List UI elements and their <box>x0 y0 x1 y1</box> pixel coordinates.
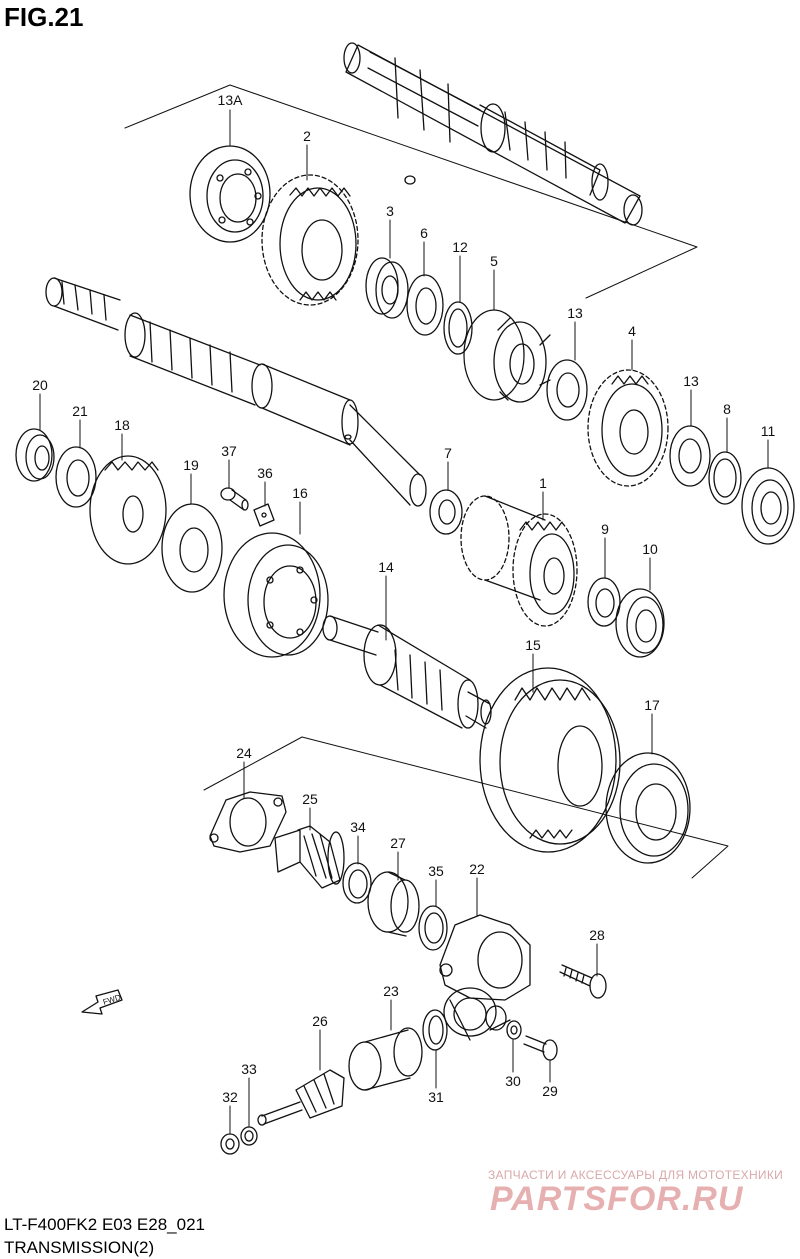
reference-frame-lower <box>203 736 729 879</box>
label-18: 18 <box>114 417 130 433</box>
part-31-ring <box>422 1009 448 1051</box>
part-24-gasket <box>209 791 287 853</box>
part-32-nut <box>220 1133 240 1155</box>
part-22-housing <box>439 914 531 1041</box>
part-8-circlip <box>708 451 742 505</box>
footer-section-title: TRANSMISSION(2) <box>4 1238 155 1257</box>
part-13-washer-a <box>546 359 588 421</box>
part-12-circlip <box>443 301 473 355</box>
watermark-tagline: ЗАПЧАСТИ И АКСЕССУАРЫ ДЛЯ МОТОТЕХНИКИ <box>488 1168 784 1182</box>
label-27: 27 <box>390 835 406 851</box>
driveshaft-middle <box>45 277 427 507</box>
part-36-plate <box>253 503 275 527</box>
label-16: 16 <box>292 485 308 501</box>
label-24: 24 <box>236 745 252 761</box>
label-13-a: 13 <box>567 305 583 321</box>
part-number-labels: 13A 2 3 6 12 5 13 4 13 8 11 20 21 18 19 … <box>32 92 775 1105</box>
label-6: 6 <box>420 225 428 241</box>
part-6-washer <box>406 274 444 336</box>
part-20-oil-seal <box>15 428 55 482</box>
part-27-bushing <box>367 871 420 937</box>
part-37-bolt <box>220 487 249 511</box>
label-9: 9 <box>601 521 609 537</box>
label-11: 11 <box>761 423 776 439</box>
part-35-ring <box>418 905 448 951</box>
part-4-gear <box>587 369 669 487</box>
label-22: 22 <box>469 861 485 877</box>
part-1-gear <box>460 495 578 627</box>
label-20: 20 <box>32 377 48 393</box>
label-2: 2 <box>303 128 311 144</box>
label-36: 36 <box>257 465 273 481</box>
figure-title: FIG.21 <box>4 2 84 32</box>
label-21: 21 <box>72 403 88 419</box>
label-30: 30 <box>505 1073 521 1089</box>
part-2-gear <box>261 174 359 306</box>
fwd-arrow-icon: FWD <box>81 989 123 1015</box>
label-33: 33 <box>241 1061 257 1077</box>
part-13a-bearing <box>189 145 271 243</box>
label-35: 35 <box>428 863 444 879</box>
part-7-washer <box>429 489 463 535</box>
part-25-driven-gear <box>274 825 345 889</box>
label-4: 4 <box>628 323 636 339</box>
part-3-bushing <box>365 257 409 319</box>
part-28-bolt <box>559 964 607 999</box>
part-26-drive-gear <box>257 1069 345 1126</box>
part-16-bearing <box>223 532 329 658</box>
label-13a: 13A <box>218 92 244 108</box>
label-13-b: 13 <box>683 373 699 389</box>
part-34-ring <box>342 862 372 904</box>
part-15-large-gear <box>479 667 621 853</box>
footer-model-code: LT-F400FK2 E03 E28_021 <box>4 1215 205 1234</box>
part-10-bearing <box>615 588 665 658</box>
part-17-bearing <box>605 752 691 864</box>
label-25: 25 <box>302 791 318 807</box>
part-9-washer <box>587 577 621 627</box>
label-10: 10 <box>642 541 658 557</box>
part-19-washer <box>161 503 223 593</box>
label-37: 37 <box>221 443 237 459</box>
part-18-gear <box>89 455 167 565</box>
part-30-washer <box>506 1020 522 1040</box>
label-34: 34 <box>350 819 366 835</box>
part-11-bearing <box>741 467 795 545</box>
reference-frame-upper <box>124 84 698 299</box>
label-23: 23 <box>383 983 399 999</box>
watermark-brand: PARTSFOR.RU <box>490 1180 744 1218</box>
label-31: 31 <box>428 1089 444 1105</box>
part-13-washer-b <box>669 425 711 487</box>
label-17: 17 <box>644 697 660 713</box>
part-14-output-shaft <box>322 615 492 729</box>
label-28: 28 <box>589 927 605 943</box>
label-3: 3 <box>386 203 394 219</box>
leader-lines <box>39 109 769 1135</box>
label-1: 1 <box>539 475 547 491</box>
label-19: 19 <box>183 457 199 473</box>
part-21-washer <box>55 446 97 508</box>
label-15: 15 <box>525 637 541 653</box>
label-26: 26 <box>312 1013 328 1029</box>
label-8: 8 <box>723 401 731 417</box>
label-12: 12 <box>452 239 468 255</box>
part-33-washer <box>240 1126 258 1146</box>
label-7: 7 <box>444 445 452 461</box>
part-23-bushing <box>348 1027 423 1091</box>
label-14: 14 <box>378 559 394 575</box>
part-5-dog-gear <box>463 309 551 403</box>
label-29: 29 <box>542 1083 558 1099</box>
label-32: 32 <box>222 1089 238 1105</box>
countershaft-upper <box>343 42 643 226</box>
label-5: 5 <box>490 253 498 269</box>
part-29-bolt <box>523 1035 558 1061</box>
